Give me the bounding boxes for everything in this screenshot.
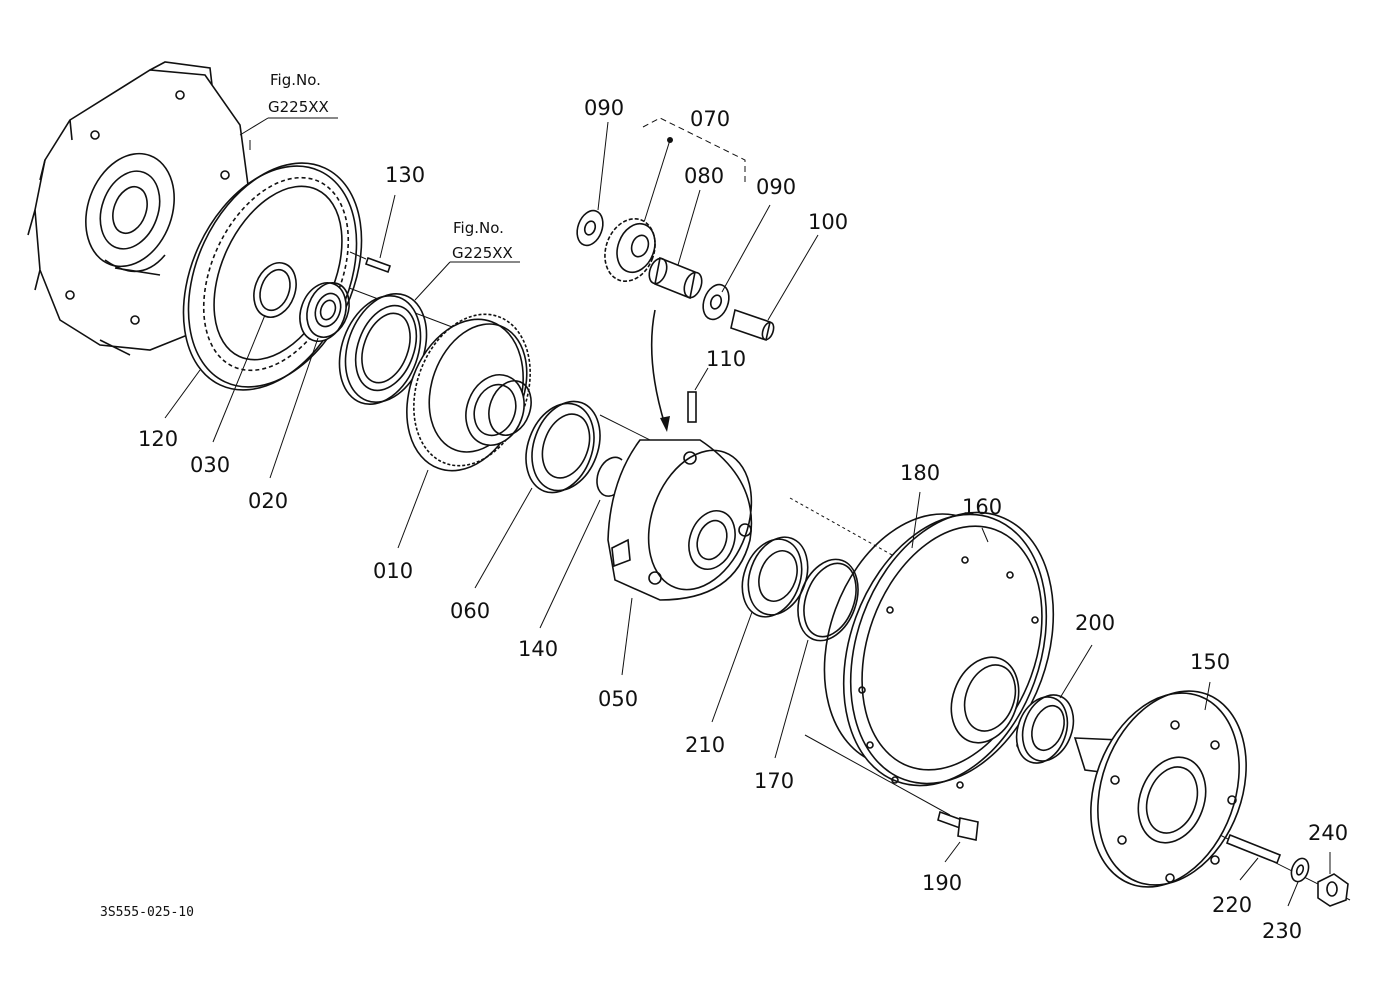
callout-160: 160 bbox=[962, 495, 1002, 519]
callout-090-b: 090 bbox=[756, 175, 796, 199]
part-090-washer-b bbox=[702, 283, 730, 321]
part-030-thrust-washer bbox=[253, 262, 297, 318]
fig-ref-2-line1: Fig.No. bbox=[453, 219, 504, 237]
callout-020: 020 bbox=[248, 489, 288, 513]
part-140-snap-ring bbox=[596, 456, 623, 497]
part-170-o-ring bbox=[797, 558, 859, 642]
callout-labels: 090 070 080 090 100 130 110 120 030 020 … bbox=[138, 96, 1348, 943]
part-100-shaft bbox=[730, 308, 775, 342]
fig-ref-2-line2: G225XX bbox=[452, 244, 513, 262]
leader-lines bbox=[164, 117, 1331, 907]
callout-210: 210 bbox=[685, 733, 725, 757]
callout-030: 030 bbox=[190, 453, 230, 477]
part-130-pin bbox=[349, 251, 392, 274]
pinion-gear bbox=[604, 218, 656, 282]
part-020-bearing bbox=[299, 282, 350, 342]
figure-reference-2: Fig.No. G225XX bbox=[452, 219, 513, 262]
callout-170: 170 bbox=[754, 769, 794, 793]
callout-090-a: 090 bbox=[584, 96, 624, 120]
callout-060: 060 bbox=[450, 599, 490, 623]
callout-140: 140 bbox=[518, 637, 558, 661]
callout-240: 240 bbox=[1308, 821, 1348, 845]
callout-100: 100 bbox=[808, 210, 848, 234]
callout-150: 150 bbox=[1190, 650, 1230, 674]
part-090-washer-a bbox=[576, 209, 604, 247]
callout-070: 070 bbox=[690, 107, 730, 131]
fig-ref-1-line2: G225XX bbox=[268, 98, 329, 116]
part-060-bearing bbox=[525, 400, 601, 494]
callout-220: 220 bbox=[1212, 893, 1252, 917]
callout-120: 120 bbox=[138, 427, 178, 451]
callout-200: 200 bbox=[1075, 611, 1115, 635]
callout-110: 110 bbox=[706, 347, 746, 371]
part-050-carrier bbox=[607, 439, 753, 601]
figure-reference-1: Fig.No. G225XX bbox=[268, 71, 329, 116]
part-200-seal bbox=[1015, 694, 1075, 764]
part-210-bearing bbox=[741, 536, 809, 618]
part-220-stud bbox=[1225, 833, 1282, 865]
part-080-needle-bearing bbox=[648, 256, 703, 300]
fig-ref-1-line1: Fig.No. bbox=[270, 71, 321, 89]
part-240-nut bbox=[1317, 873, 1349, 907]
callout-080: 080 bbox=[684, 164, 724, 188]
part-070-pinion-assembly bbox=[576, 117, 775, 432]
callout-130: 130 bbox=[385, 163, 425, 187]
part-190-bolt bbox=[937, 810, 979, 841]
callout-180: 180 bbox=[900, 461, 940, 485]
callout-010: 010 bbox=[373, 559, 413, 583]
part-110-pin bbox=[687, 391, 697, 423]
drawing-code: 3S555-025-10 bbox=[100, 905, 194, 920]
part-150-hub-flange bbox=[1073, 690, 1247, 888]
callout-230: 230 bbox=[1262, 919, 1302, 943]
callout-050: 050 bbox=[598, 687, 638, 711]
part-230-washer bbox=[1290, 857, 1310, 883]
part-010-gear bbox=[406, 313, 532, 472]
part-160-cover bbox=[842, 511, 1055, 789]
callout-190: 190 bbox=[922, 871, 962, 895]
